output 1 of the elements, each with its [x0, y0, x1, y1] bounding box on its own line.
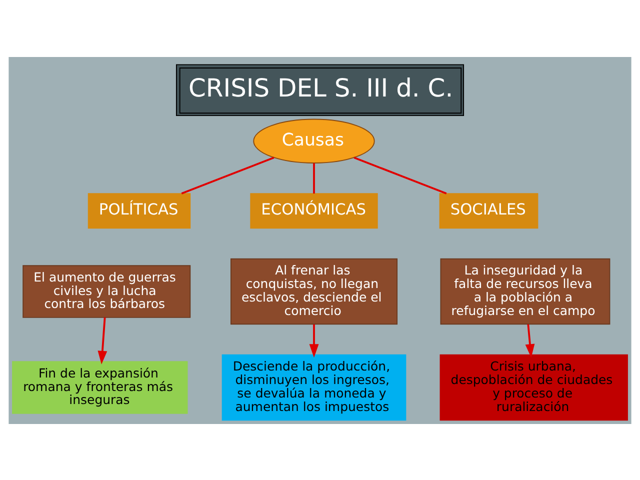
- diagram-title: CRISIS DEL S. III d. C.: [188, 73, 454, 102]
